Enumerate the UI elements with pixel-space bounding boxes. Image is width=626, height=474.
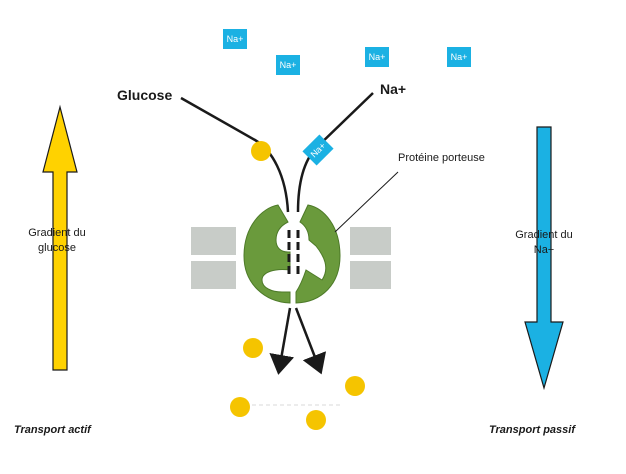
sodium-gradient-label: Gradient du Na+ bbox=[499, 228, 589, 258]
sodium-exit-arrow bbox=[294, 307, 327, 375]
glucose-entry-path bbox=[180, 96, 290, 213]
membrane-block bbox=[191, 261, 236, 289]
glucose-label: Glucose bbox=[117, 87, 173, 103]
sodium-gradient-line2: Na+ bbox=[533, 244, 555, 256]
sodium-ion: Na+ bbox=[447, 47, 471, 67]
sodium-ion: Na+ bbox=[223, 29, 247, 49]
passive-transport-label: Transport passif bbox=[489, 424, 575, 436]
membrane-block bbox=[350, 227, 391, 255]
glucose-exit-arrow bbox=[269, 307, 295, 375]
glucose-molecule bbox=[230, 397, 250, 417]
glucose-gradient-label: Gradient du glucose bbox=[12, 226, 102, 256]
sodium-ion: Na+ bbox=[276, 55, 300, 75]
carrier-protein bbox=[243, 204, 341, 304]
glucose-gradient-line2: glucose bbox=[38, 242, 76, 254]
sodium-gradient-line1: Gradient du bbox=[515, 229, 573, 241]
protein-pointer-line bbox=[334, 171, 399, 233]
glucose-molecule bbox=[243, 338, 263, 358]
sodium-gradient-arrow bbox=[524, 126, 564, 391]
sodium-label: Na+ bbox=[380, 81, 407, 97]
membrane-block bbox=[350, 261, 391, 289]
glucose-gradient-line1: Gradient du bbox=[28, 227, 86, 239]
sodium-ion-bound: Na+ bbox=[302, 134, 334, 166]
glucose-gradient-arrow bbox=[42, 104, 78, 371]
membrane-block bbox=[191, 227, 236, 255]
carrier-protein-label: Protéine porteuse bbox=[398, 152, 485, 164]
glucose-molecule bbox=[251, 141, 271, 161]
glucose-molecule bbox=[345, 376, 365, 396]
glucose-molecule bbox=[306, 410, 326, 430]
active-transport-label: Transport actif bbox=[14, 424, 91, 436]
sodium-ion: Na+ bbox=[365, 47, 389, 67]
